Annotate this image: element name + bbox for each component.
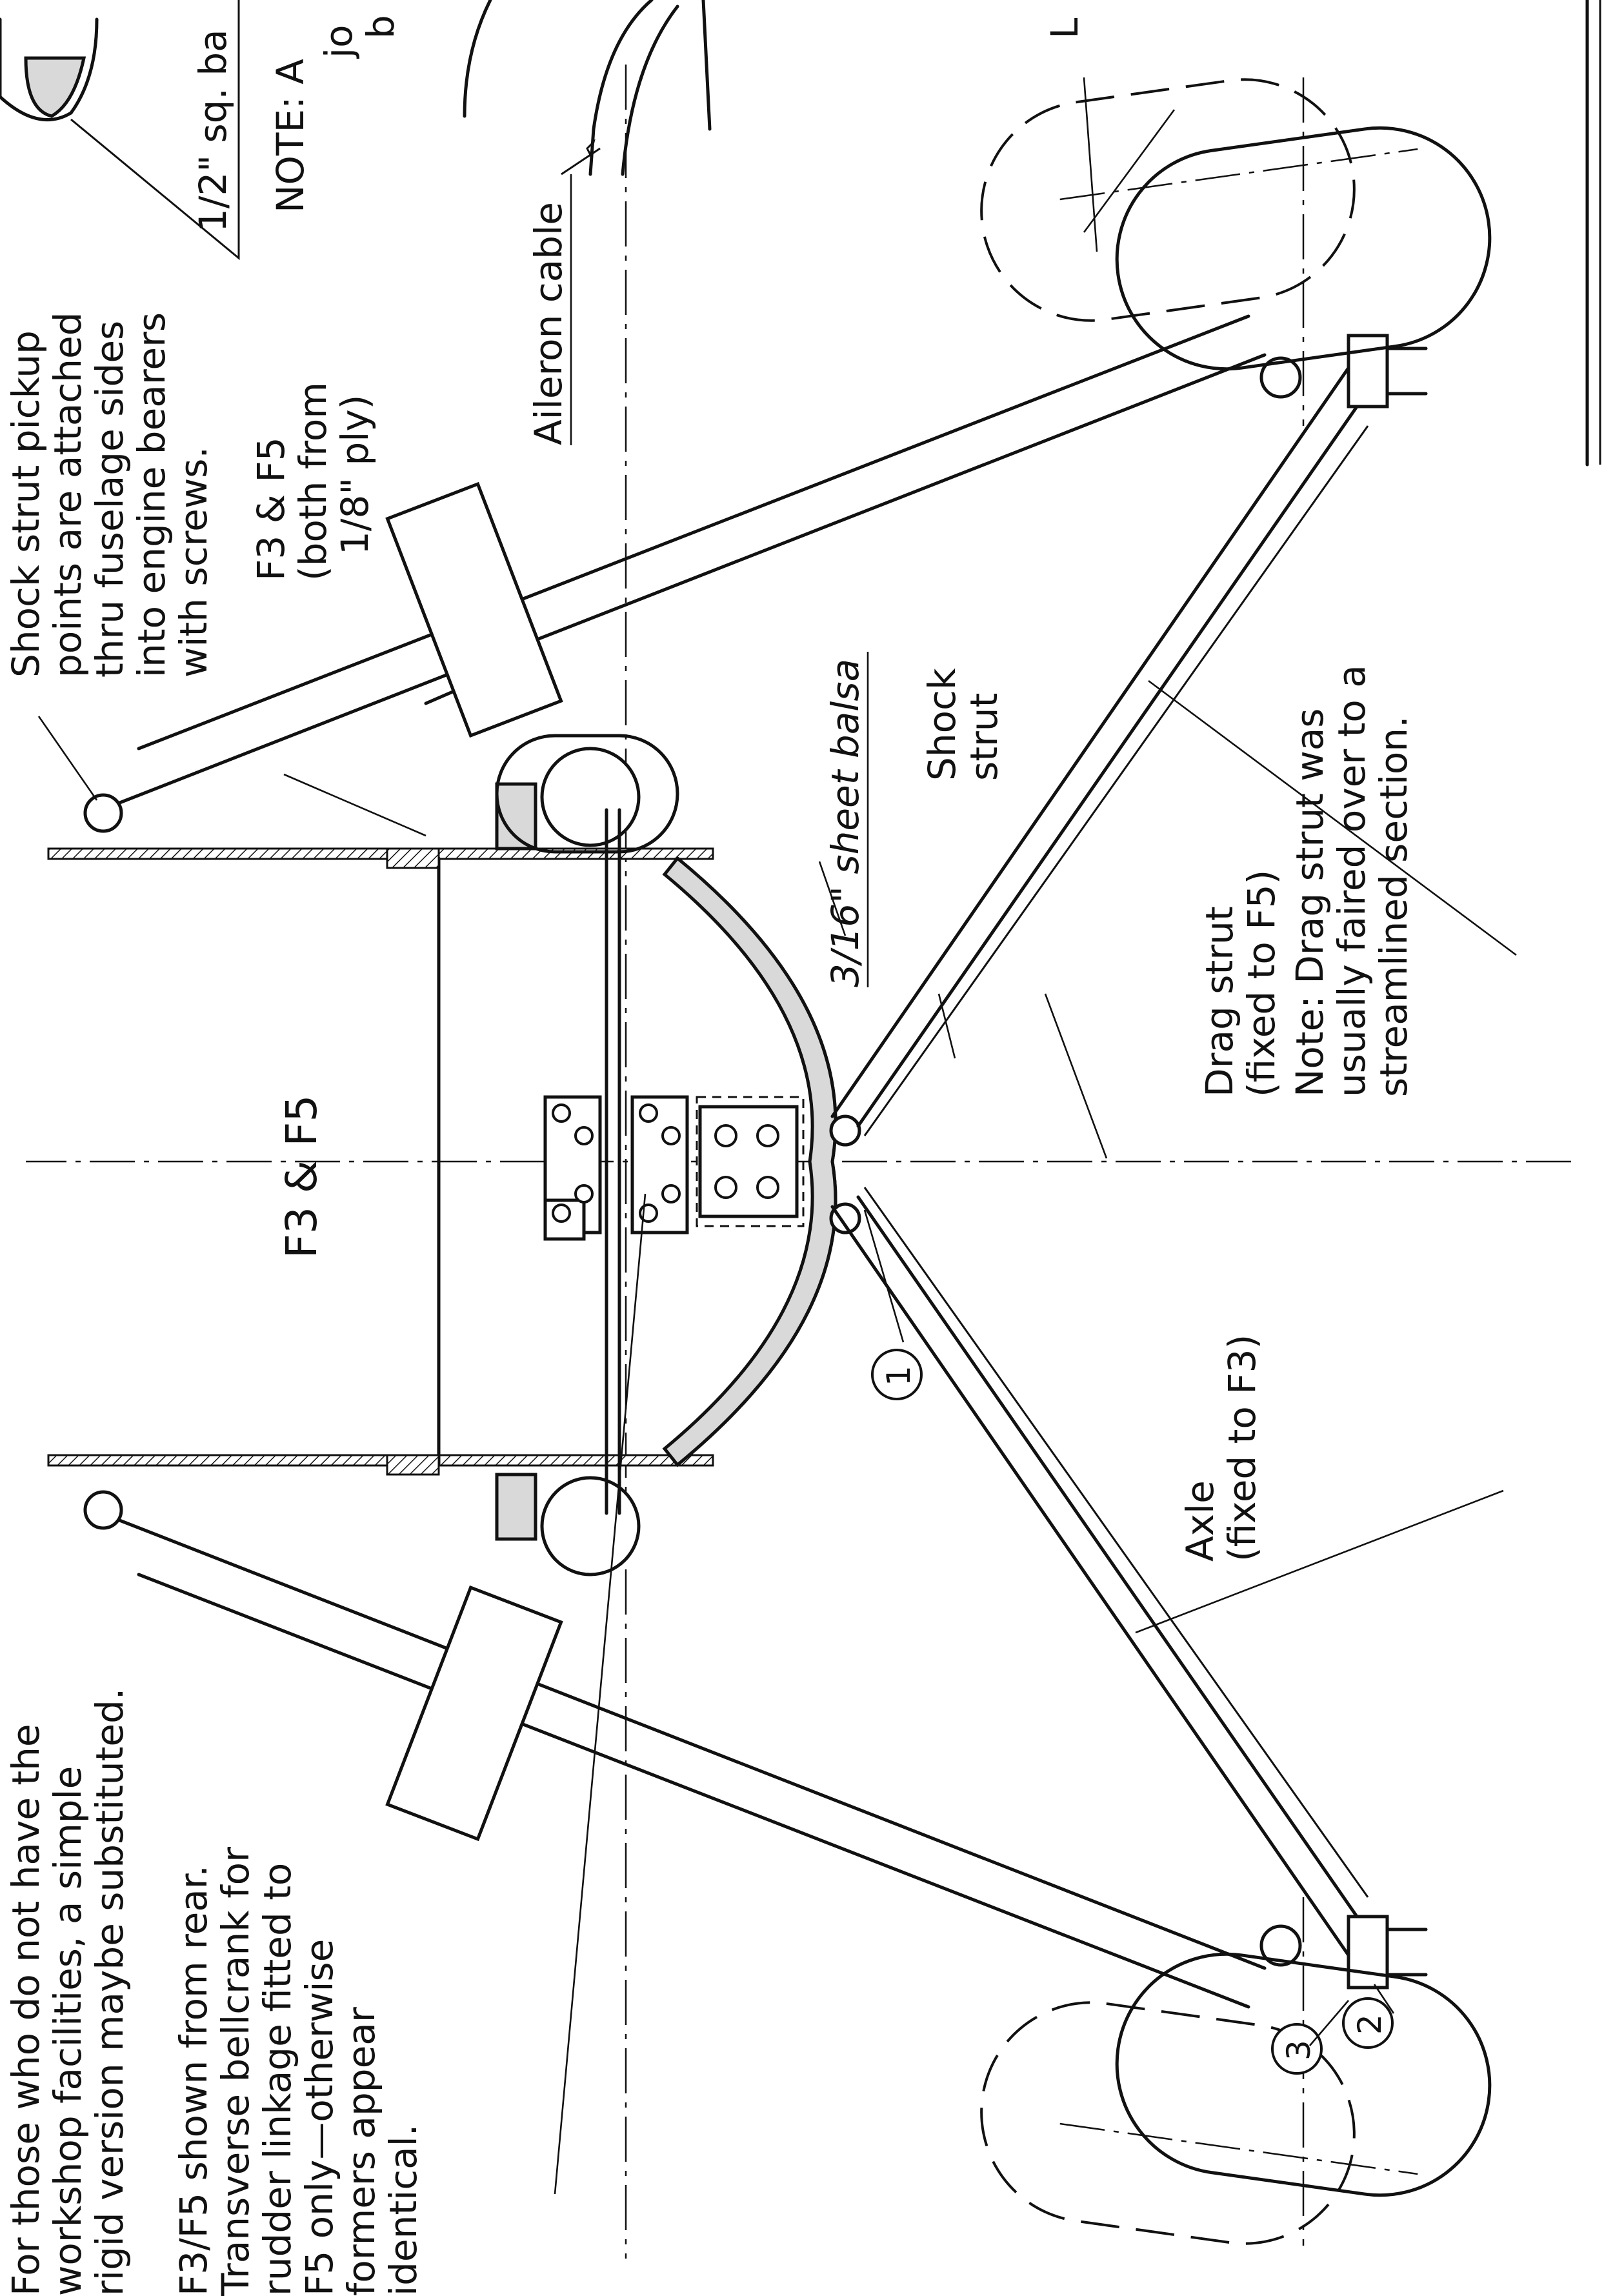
label-workshop-3: rigid version maybe substituted. [88, 1688, 132, 2296]
bracket-fragment [0, 0, 240, 261]
label-shock-pickup-4: into engine bearers [130, 312, 174, 678]
label-sheet-balsa: 3/16" sheet balsa [823, 659, 867, 987]
label-shock-strut-2: strut [962, 693, 1006, 781]
label-workshop-1: For those who do not have the [4, 1724, 48, 2296]
label-shock-strut-1: Shock [920, 668, 964, 781]
label-drag-strut-2: (fixed to F5) [1239, 870, 1283, 1097]
callout-2-label: 2 [1351, 2014, 1388, 2035]
label-aileron-cable: Aileron cable [526, 202, 570, 445]
label-top-letter: L [1043, 18, 1087, 39]
label-note-a3: b [359, 15, 403, 39]
aileron-horn-fragment [463, 0, 712, 176]
axle [830, 1187, 1369, 1957]
label-rear-2: Transverse bellcrank for [214, 1847, 257, 2296]
label-note-a: NOTE: A [268, 59, 312, 213]
leader-lines [37, 77, 1517, 2195]
wheel-left [980, 1897, 1492, 2246]
label-f3f5-center: F3 & F5 [277, 1095, 326, 1258]
callout-2-circle [1342, 1997, 1394, 2049]
callout-3-label: 3 [1280, 2040, 1318, 2060]
label-axle-2: (fixed to F3) [1220, 1334, 1264, 1562]
label-rear-5: formers appear [339, 2007, 383, 2296]
shock-strut-right [83, 314, 1302, 833]
callout-1-label: 1 [880, 1365, 917, 1386]
label-workshop-2: workshop facilities, a simple [46, 1766, 90, 2296]
wheel-right [980, 77, 1492, 426]
label-rear-3: rudder linkage fitted to [256, 1863, 299, 2296]
label-rear-1: F3/F5 shown from rear. [172, 1865, 216, 2296]
label-f3f5-ply-1: F3 & F5 [249, 437, 293, 581]
label-drag-strut-1: Drag strut [1198, 906, 1241, 1097]
callout-1-circle [871, 1349, 923, 1400]
label-sq-balsa: 1/2" sq. ba [191, 29, 235, 232]
floor-lines [1585, 0, 1601, 467]
label-f3f5-ply-2: (both from [291, 382, 335, 581]
label-drag-note-3: streamlined section. [1372, 716, 1416, 1097]
label-shock-pickup-2: points are attached [46, 312, 90, 678]
label-f3f5-ply-3: 1/8" ply) [333, 395, 377, 555]
label-shock-pickup-3: thru fuselage sides [88, 321, 132, 678]
label-note-a2: jo [317, 25, 361, 59]
label-drag-note-1: Note: Drag strut was [1288, 708, 1332, 1097]
shock-strut-left [83, 1490, 1302, 2009]
former-f3-f5 [47, 734, 861, 1576]
label-rear-4: F5 only—otherwise [297, 1939, 341, 2296]
label-rear-6: identical. [381, 2124, 425, 2296]
label-shock-pickup-1: Shock strut pickup [4, 330, 48, 678]
label-shock-pickup-5: with screws. [172, 447, 216, 678]
label-drag-note-2: usually faired over to a [1330, 665, 1374, 1097]
callout-3-circle [1271, 2023, 1323, 2075]
text-layer: 1/2" sq. ba NOTE: A jo b Aileron cable S… [4, 15, 1416, 2296]
label-axle-1: Axle [1178, 1480, 1222, 1562]
